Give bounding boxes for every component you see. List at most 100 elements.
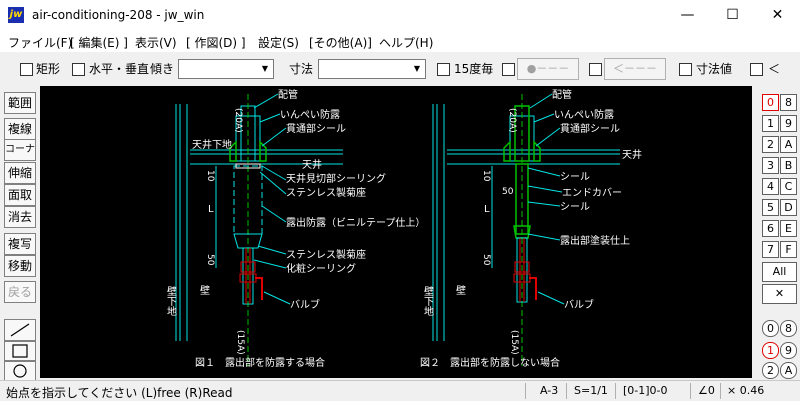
layer-button-e[interactable]: E [780,220,797,237]
hv-checkbox[interactable] [72,63,85,76]
status-divider [525,383,526,399]
tilt-combo[interactable]: ▼ [178,59,274,79]
status-divider [720,383,721,399]
label-ceiling-base: 天井下地 [192,138,232,151]
layer-button-d[interactable]: D [780,199,797,216]
fig2-label-end-cover: エンドカバー [562,187,622,199]
layer-button-6[interactable]: 6 [762,220,779,237]
layer-button-7[interactable]: 7 [762,241,779,258]
layer-button-9[interactable]: 9 [780,115,797,132]
layer-close-icon[interactable]: ✕ [762,284,797,304]
layer-button-5[interactable]: 5 [762,199,779,216]
status-multiplier[interactable]: × 0.46 [727,384,765,397]
label-ceiling-sealing: 天井見切部シーリング [286,172,386,185]
status-divider [615,383,616,399]
rect-checkbox[interactable] [20,63,33,76]
layer-button-b[interactable]: B [780,157,797,174]
menu-draw[interactable]: [ 作図(D) ] [186,36,246,50]
fig2-label-ceiling: 天井 [622,148,642,161]
fig2-label-seal: シール [560,172,590,183]
dim-l: L [208,204,214,215]
group-button-8[interactable]: 8 [780,320,797,337]
dot-line-button[interactable]: ●－－－ [517,58,579,80]
tool-move[interactable]: 移動 [4,255,36,277]
layer-button-0[interactable]: 0 [762,94,779,111]
circle-icon [13,364,27,378]
dimval-checkbox[interactable] [679,63,692,76]
tool-chamfer[interactable]: 面取 [4,184,36,206]
label-valve: バルブ [290,298,320,311]
dim-50: 50 [205,254,215,266]
fig2-label-seal-2: シール [560,202,590,213]
deg15-checkbox[interactable] [437,63,450,76]
menu-bar: ファイル(F) [ 編集(E) ] 表示(V) [ 作図(D) ] 設定(S) … [0,30,800,52]
label-hidden-insulation: いんぺい防露 [280,108,340,121]
menu-view[interactable]: 表示(V) [135,36,177,50]
layer-all-button[interactable]: All [762,262,797,282]
label-pipe: 配管 [278,88,298,101]
fig2-label-hidden-insulation: いんぺい防露 [554,108,614,121]
status-layer[interactable]: [0-1]0-0 [623,384,668,397]
status-scale[interactable]: S=1/1 [574,384,608,397]
tool-corner[interactable]: コーナー [4,139,36,175]
chevron-down-icon: ▼ [413,64,421,73]
toolbar: 矩形 水平・垂直 傾き ▼ 寸法 ▼ 15度毎 ●－－－ ＜－－－ 寸法値 ＜ [0,54,800,82]
menu-edit[interactable]: [ 編集(E) ] [70,36,128,50]
group-button-1[interactable]: 1 [762,342,779,359]
label-penetration-seal: 貫通部シール [286,122,346,135]
fig2-caption: 図２ 露出部を防露しない場合 [420,356,560,369]
title-bar: jw air-conditioning-208 - jw_win — ☐ ✕ [0,0,800,30]
layer-button-2[interactable]: 2 [762,136,779,153]
status-angle[interactable]: ∠0 [698,384,715,397]
arrow-checkbox[interactable] [589,63,602,76]
group-button-a[interactable]: A [780,362,797,379]
maximize-button[interactable]: ☐ [726,7,739,23]
tool-offset[interactable]: 複線 [4,118,36,140]
minimize-button[interactable]: — [680,7,695,23]
status-divider [690,383,691,399]
close-button[interactable]: ✕ [771,7,784,23]
dim-combo[interactable]: ▼ [318,59,426,79]
label-exposed-insulation: 露出防露（ビニルテープ仕上） [286,216,425,229]
circle-tool-button[interactable] [4,361,36,381]
dim-10: 10 [205,170,215,182]
lt-checkbox[interactable] [750,63,763,76]
drawing-canvas[interactable]: 配管 いんぺい防露 貫通部シール 天井下地 天井 天井見切部シーリング ステンレ… [40,86,752,378]
group-button-0[interactable]: 0 [762,320,779,337]
fig2-dim-50a: 50 [502,187,514,197]
menu-other[interactable]: [その他(A)] [309,36,372,50]
tilt-label: 傾き [150,62,175,76]
window-title: air-conditioning-208 - jw_win [32,8,205,22]
tool-erase[interactable]: 消去 [4,206,36,228]
fig2-dim-15a: (15A) [509,330,519,355]
dot-checkbox[interactable] [502,63,515,76]
layer-button-1[interactable]: 1 [762,115,779,132]
layer-button-a[interactable]: A [780,136,797,153]
figure-2: 配管 いんぺい防露 貫通部シール 天井 シール エンドカバー シール 露出部塗装… [420,88,642,369]
menu-help[interactable]: ヘルプ(H) [379,36,434,50]
menu-file[interactable]: ファイル(F) [8,36,73,50]
label-wall: 壁 [200,284,210,297]
fig2-dim-50b: 50 [481,254,491,266]
layer-button-f[interactable]: F [780,241,797,258]
layer-button-c[interactable]: C [780,178,797,195]
cad-drawing: 配管 いんぺい防露 貫通部シール 天井下地 天井 天井見切部シーリング ステンレ… [165,88,643,369]
arrow-line-button[interactable]: ＜－－－ [604,58,666,80]
layer-button-4[interactable]: 4 [762,178,779,195]
status-message: 始点を指示してください (L)free (R)Read [6,386,233,400]
tool-extend[interactable]: 伸縮 [4,162,36,184]
rect-tool-button[interactable] [4,341,36,361]
line-tool-button[interactable] [4,319,36,341]
tool-range[interactable]: 範囲 [4,92,36,114]
fig2-label-pipe: 配管 [552,88,572,101]
label-ceiling: 天井 [302,158,322,171]
menu-settings[interactable]: 設定(S) [258,36,299,50]
status-paper[interactable]: A-3 [540,384,559,397]
layer-button-3[interactable]: 3 [762,157,779,174]
tool-copy[interactable]: 複写 [4,233,36,255]
layer-button-8[interactable]: 8 [780,94,797,111]
lt-label: ＜ [768,62,781,76]
tool-undo[interactable]: 戻る [4,281,36,303]
group-button-2[interactable]: 2 [762,362,779,379]
group-button-9[interactable]: 9 [780,342,797,359]
